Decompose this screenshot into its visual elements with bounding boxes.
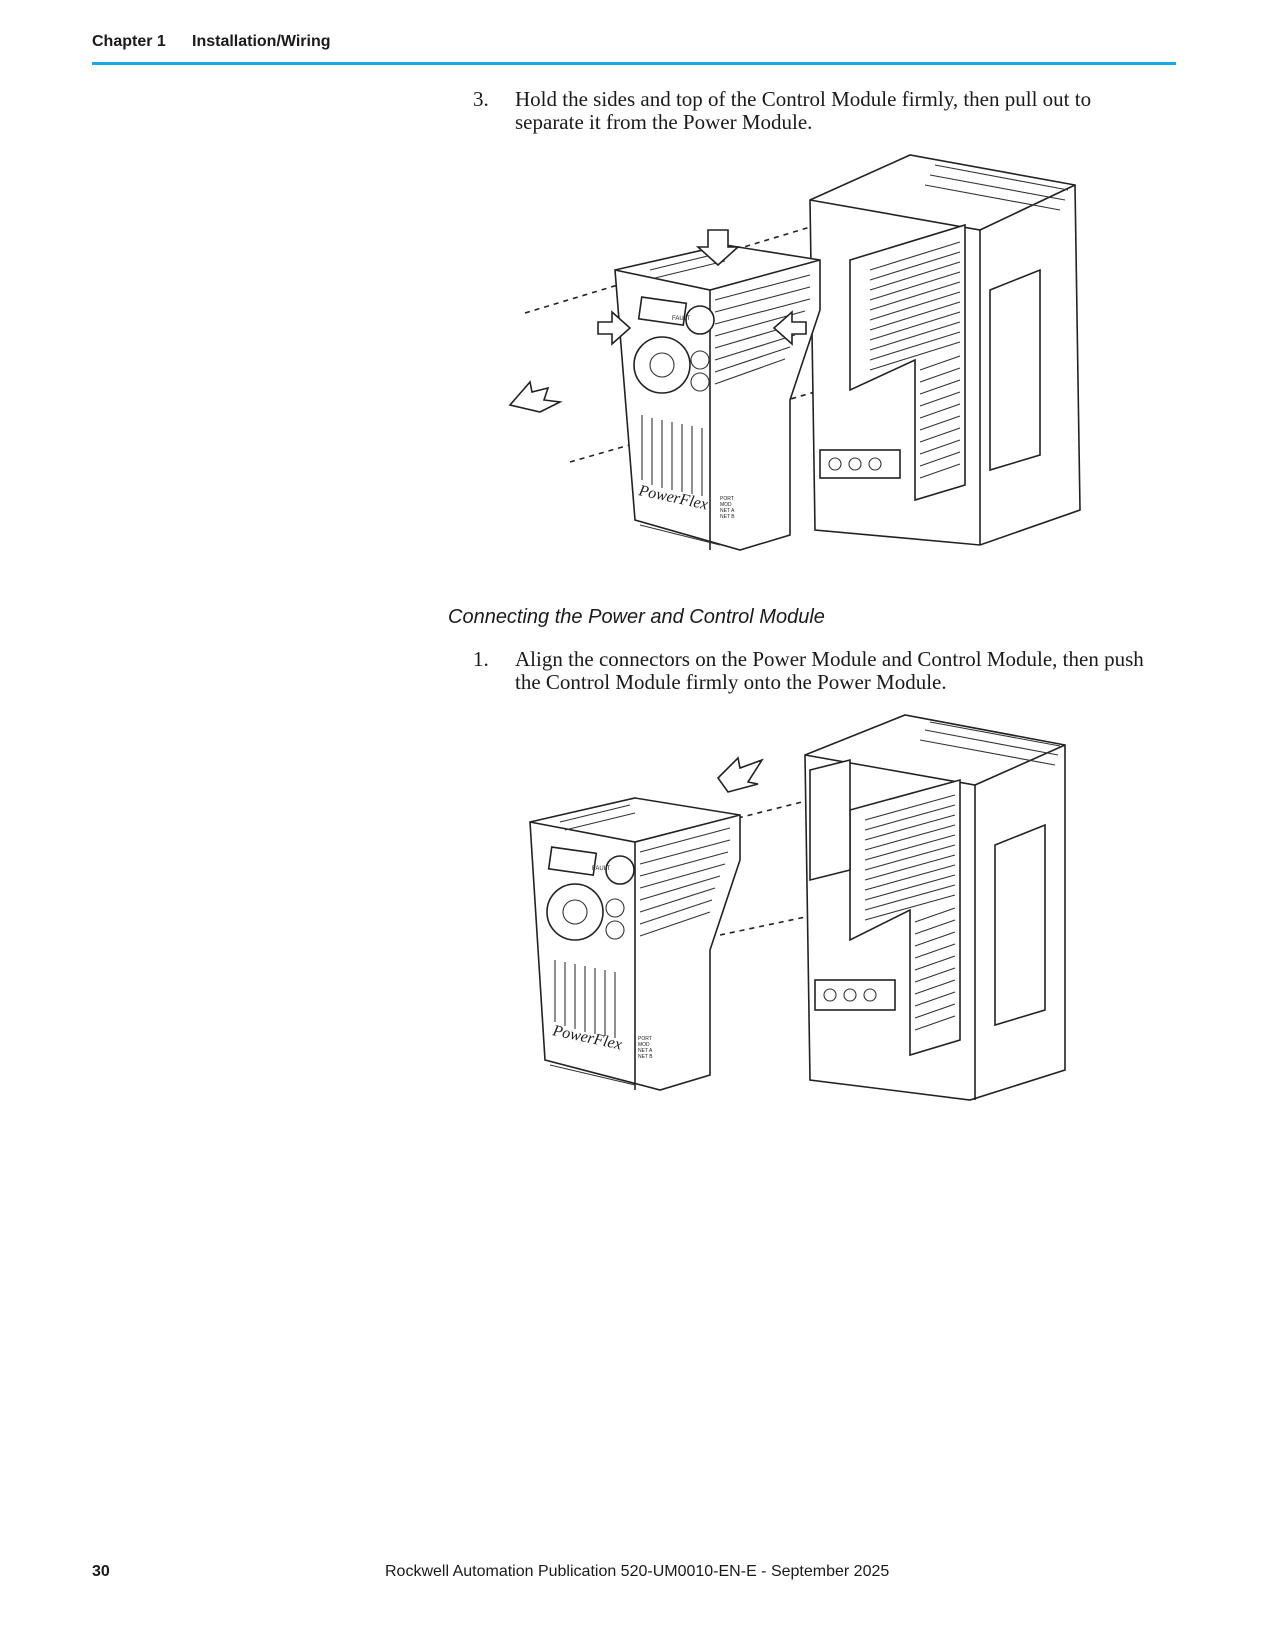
status-label-port: PORT [638, 1036, 652, 1042]
status-label-net-a: NET A [638, 1048, 653, 1054]
page-header: Chapter 1 Installation/Wiring [92, 31, 1176, 65]
guide-line-bottom [719, 914, 816, 936]
status-label-net-b: NET B [638, 1054, 653, 1060]
header-rule [92, 62, 1176, 65]
arrow-down-icon [695, 229, 741, 267]
power-module [809, 154, 1081, 546]
step-number: 1. [473, 647, 489, 671]
subheading: Connecting the Power and Control Module [448, 606, 825, 628]
guide-line-top [524, 214, 851, 314]
step-text: Hold the sides and top of the Control Mo… [515, 87, 1092, 134]
fault-label: FAULT [672, 316, 691, 322]
power-module [804, 714, 1066, 1101]
status-label-port: PORT [720, 496, 734, 502]
status-label-mod: MOD [638, 1042, 650, 1048]
arrow-left-icon [772, 310, 807, 346]
arrow-right-icon [597, 310, 632, 346]
status-label-mod: MOD [720, 502, 732, 508]
arrow-pull-out-icon [508, 380, 563, 413]
status-label-net-a: NET A [720, 508, 735, 514]
figure-connect-modules: PowerFlex FAULT PORT MOD NET A NET B [529, 714, 1066, 1101]
arrow-push-in-icon [716, 756, 764, 793]
publication-info: Rockwell Automation Publication 520-UM00… [385, 1563, 890, 1580]
control-module: PowerFlex FAULT PORT MOD NET A NET B [529, 797, 741, 1091]
figure-separate-modules: PowerFlex FAULT PORT MOD NET A NET B [508, 154, 1081, 551]
control-module: PowerFlex FAULT PORT MOD NET A NET B [614, 244, 821, 551]
fault-label: FAULT [592, 866, 611, 872]
page-number: 30 [92, 1563, 110, 1580]
step-text: Align the connectors on the Power Module… [515, 647, 1144, 694]
status-label-net-b: NET B [720, 514, 735, 520]
chapter-label: Chapter 1 [92, 33, 166, 50]
section-title: Installation/Wiring [192, 33, 331, 50]
step-number: 3. [473, 87, 489, 111]
